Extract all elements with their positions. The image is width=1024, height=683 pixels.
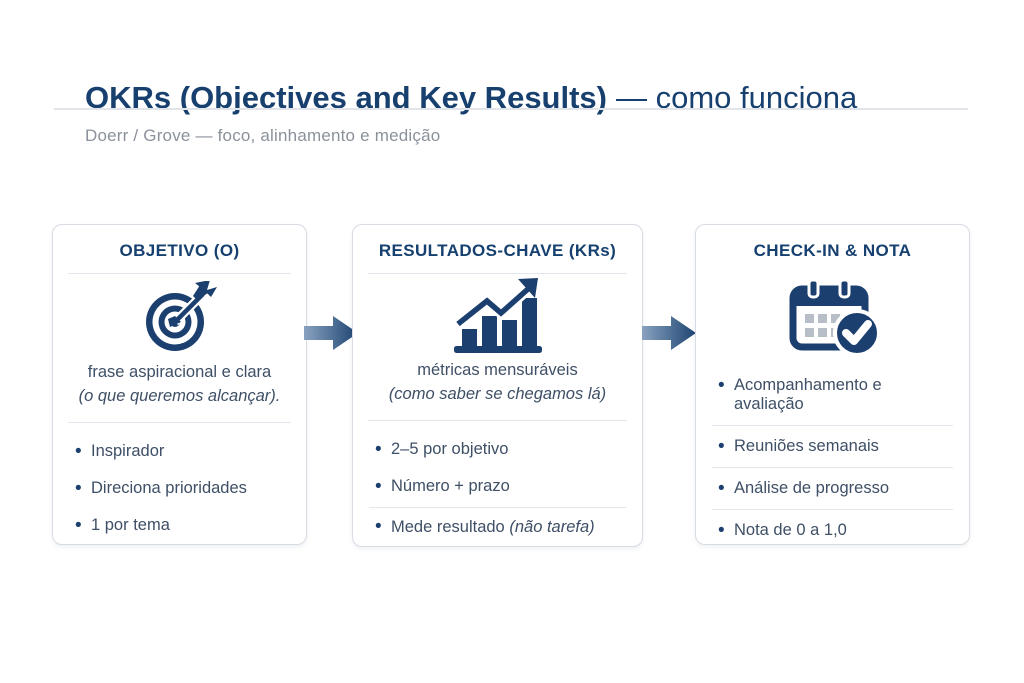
card-divider xyxy=(368,273,627,274)
page-subtitle: Doerr / Grove — foco, alinhamento e medi… xyxy=(85,126,441,145)
list-item: Inspirador xyxy=(69,433,290,470)
calendar-check-icon xyxy=(785,275,881,357)
key-results-bullet-list: 2–5 por objetivo Número + prazo Mede res… xyxy=(353,431,642,546)
header-divider xyxy=(54,108,968,110)
target-icon xyxy=(141,276,219,358)
card-objective: OBJETIVO (O) frase aspiracional e clara … xyxy=(52,224,307,545)
card-divider xyxy=(68,273,291,274)
list-item-label: Inspirador xyxy=(91,442,165,461)
list-item-label: Direciona prioridades xyxy=(91,479,247,498)
list-item: Mede resultado (não tarefa) xyxy=(369,507,626,546)
card-checkin: CHECK-IN & NOTA Acompanhamento e avaliaç… xyxy=(695,224,970,545)
list-item-label: Acompanhamento e avaliação xyxy=(734,376,882,413)
list-item-label: 1 por tema xyxy=(91,516,170,535)
page-title: OKRs (Objectives and Key Results)— como … xyxy=(85,79,857,117)
list-item-label-italic: (não tarefa) xyxy=(509,518,595,536)
list-item: Nota de 0 a 1,0 xyxy=(712,510,953,551)
card-key-results: RESULTADOS-CHAVE (KRs) métricas mensuráv… xyxy=(352,224,643,547)
desc-line-italic: (como saber se chegamos lá) xyxy=(388,385,607,404)
card-objective-desc: frase aspiracional e clara (o que querem… xyxy=(79,360,281,408)
list-item: Reuniões semanais xyxy=(712,426,953,468)
list-item: 1 por tema xyxy=(69,507,290,544)
card-divider xyxy=(68,422,291,424)
flow-arrow-icon xyxy=(304,314,358,352)
list-item-label: Mede resultado xyxy=(391,518,505,536)
list-item-label: Análise de progresso xyxy=(734,479,890,497)
list-item: Direciona prioridades xyxy=(69,470,290,507)
card-checkin-title: CHECK-IN & NOTA xyxy=(753,241,912,260)
list-item-label: Reuniões semanais xyxy=(734,437,879,455)
desc-line-italic: (o que queremos alcançar). xyxy=(78,387,281,406)
card-objective-title: OBJETIVO (O) xyxy=(119,241,240,260)
list-item-label: Nota de 0 a 1,0 xyxy=(734,521,847,539)
list-item: Acompanhamento e avaliação xyxy=(712,365,953,426)
checkin-bullet-list: Acompanhamento e avaliação Reuniões sema… xyxy=(696,365,969,551)
card-key-results-title: RESULTADOS-CHAVE (KRs) xyxy=(378,241,617,260)
list-item: 2–5 por objetivo xyxy=(369,431,626,468)
card-divider xyxy=(368,420,627,421)
card-key-results-desc: métricas mensuráveis (como saber se cheg… xyxy=(389,358,606,406)
list-item-label: Número + prazo xyxy=(391,477,510,495)
desc-line: métricas mensuráveis xyxy=(417,361,578,380)
bar-chart-icon xyxy=(448,276,548,356)
list-item-label: 2–5 por objetivo xyxy=(391,440,509,458)
desc-line: frase aspiracional e clara xyxy=(87,363,272,382)
objective-bullet-list: Inspirador Direciona prioridades 1 por t… xyxy=(53,433,306,544)
flow-arrow-icon xyxy=(642,314,696,352)
list-item: Análise de progresso xyxy=(712,468,953,510)
list-item: Número + prazo xyxy=(369,468,626,505)
